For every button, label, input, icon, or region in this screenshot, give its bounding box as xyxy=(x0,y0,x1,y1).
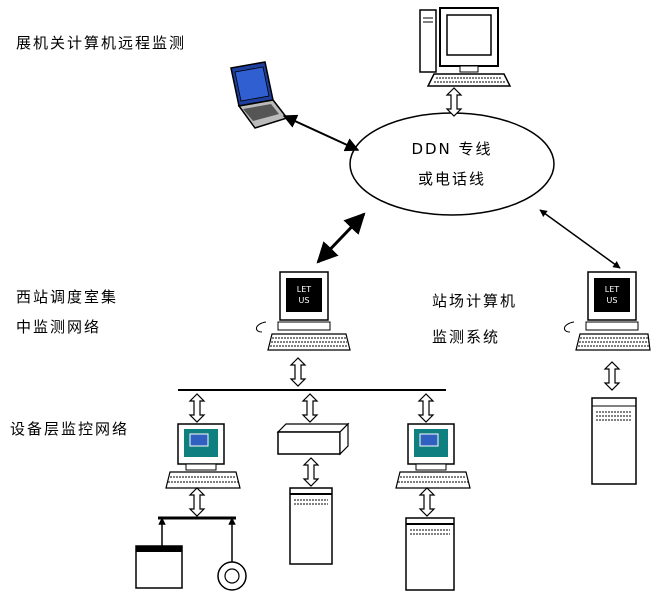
device-sensor-icon xyxy=(217,561,247,591)
device-server-right-icon xyxy=(405,517,455,591)
station-computer-icon: LET US xyxy=(564,271,651,351)
laptop-link-arrow xyxy=(282,114,360,152)
screen-text-line1: LET xyxy=(297,285,312,294)
device-layer-label: 设备层监控网络 xyxy=(10,420,130,438)
network-cloud xyxy=(349,112,555,216)
device-computer-right-icon xyxy=(395,423,471,489)
headquarters-computer-icon xyxy=(419,7,512,87)
dispatch-link-arrow xyxy=(316,212,366,264)
dispatch-computer-icon: LET US xyxy=(256,271,351,351)
network-label-line1: DDN 专线 xyxy=(411,140,493,158)
station-label-line1: 站场计算机 xyxy=(432,292,518,310)
screen-text-line2: US xyxy=(607,296,618,305)
device-server-middle-icon xyxy=(289,487,333,565)
screen-text-line2: US xyxy=(299,296,310,305)
dispatch-label-line2: 中监测网络 xyxy=(16,318,102,336)
device-switch-icon xyxy=(276,422,350,456)
station-link-arrow xyxy=(539,209,621,269)
device-computer-left-icon xyxy=(165,423,241,489)
station-server-icon xyxy=(591,397,637,485)
dispatch-label-line1: 西站调度室集 xyxy=(16,288,119,306)
network-label-line2: 或电话线 xyxy=(417,170,486,188)
station-label-line2: 监测系统 xyxy=(432,328,501,346)
remote-monitoring-label: 展机关计算机远程监测 xyxy=(16,34,187,52)
laptop-icon xyxy=(230,61,289,129)
screen-text-line1: LET xyxy=(605,285,620,294)
device-controller-icon xyxy=(135,545,183,589)
